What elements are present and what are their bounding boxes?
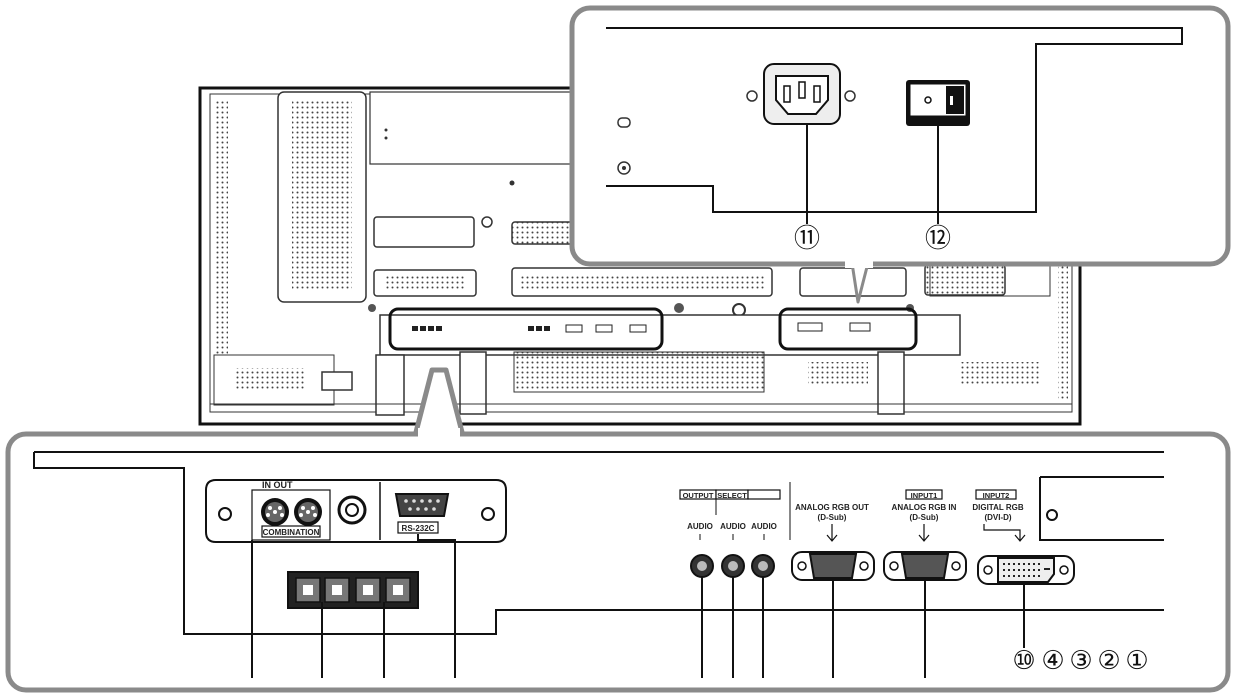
digital-rgb-dvi-port — [977, 555, 1075, 585]
power-callout: ⑪ ⑫ — [569, 5, 1231, 304]
speaker-terminals — [287, 571, 419, 609]
analog-rgb-in-port — [883, 551, 967, 581]
audio-input1-jack — [721, 554, 745, 578]
in-out-label: IN OUT — [262, 480, 293, 490]
analog-rgb-out-sub: (D-Sub) — [818, 513, 847, 522]
audio-label-1: AUDIO — [687, 522, 713, 531]
analog-rgb-in-sub: (D-Sub) — [910, 513, 939, 522]
analog-rgb-out-label: ANALOG RGB OUT — [795, 503, 869, 512]
input-panel-callout: IN OUT COMBINATION RS-232C — [5, 367, 1231, 693]
left-edge-vent — [214, 100, 228, 400]
upper-left-vent — [292, 100, 352, 290]
audio-label-2: AUDIO — [720, 522, 746, 531]
ac-power-inlet — [746, 63, 856, 125]
callout-12: ⑫ — [925, 224, 951, 254]
digital-rgb-sub: (DVI-D) — [984, 513, 1011, 522]
power-area-highlight — [778, 307, 918, 351]
callout-3: ③ — [1069, 646, 1092, 676]
input2-tag: INPUT2 — [983, 491, 1010, 500]
output-tag: OUTPUT — [683, 491, 714, 500]
combination-in-port — [261, 498, 289, 526]
audio-label-3: AUDIO — [751, 522, 777, 531]
input-area-highlight — [388, 307, 664, 351]
select-tag: SELECT — [717, 491, 747, 500]
audio-output-jack — [690, 554, 714, 578]
callout-4: ④ — [1041, 646, 1064, 676]
callout-1: ① — [1125, 646, 1148, 676]
audio-input2-jack — [751, 554, 775, 578]
lower-center-vent — [513, 351, 765, 393]
main-power-switch — [906, 80, 970, 126]
combination-label: COMBINATION — [263, 528, 320, 537]
digital-rgb-label: DIGITAL RGB — [972, 503, 1023, 512]
rs232c-port — [394, 493, 450, 517]
callout-2: ② — [1097, 646, 1120, 676]
callout-10: ⑩ — [1012, 646, 1035, 676]
analog-rgb-in-label: ANALOG RGB IN — [892, 503, 957, 512]
rs232c-label: RS-232C — [402, 524, 435, 533]
combination-out-port — [294, 498, 322, 526]
lower-left-vent — [236, 368, 306, 390]
analog-rgb-out-port — [791, 551, 875, 581]
input1-tag: INPUT1 — [911, 491, 938, 500]
callout-11: ⑪ — [794, 224, 820, 254]
